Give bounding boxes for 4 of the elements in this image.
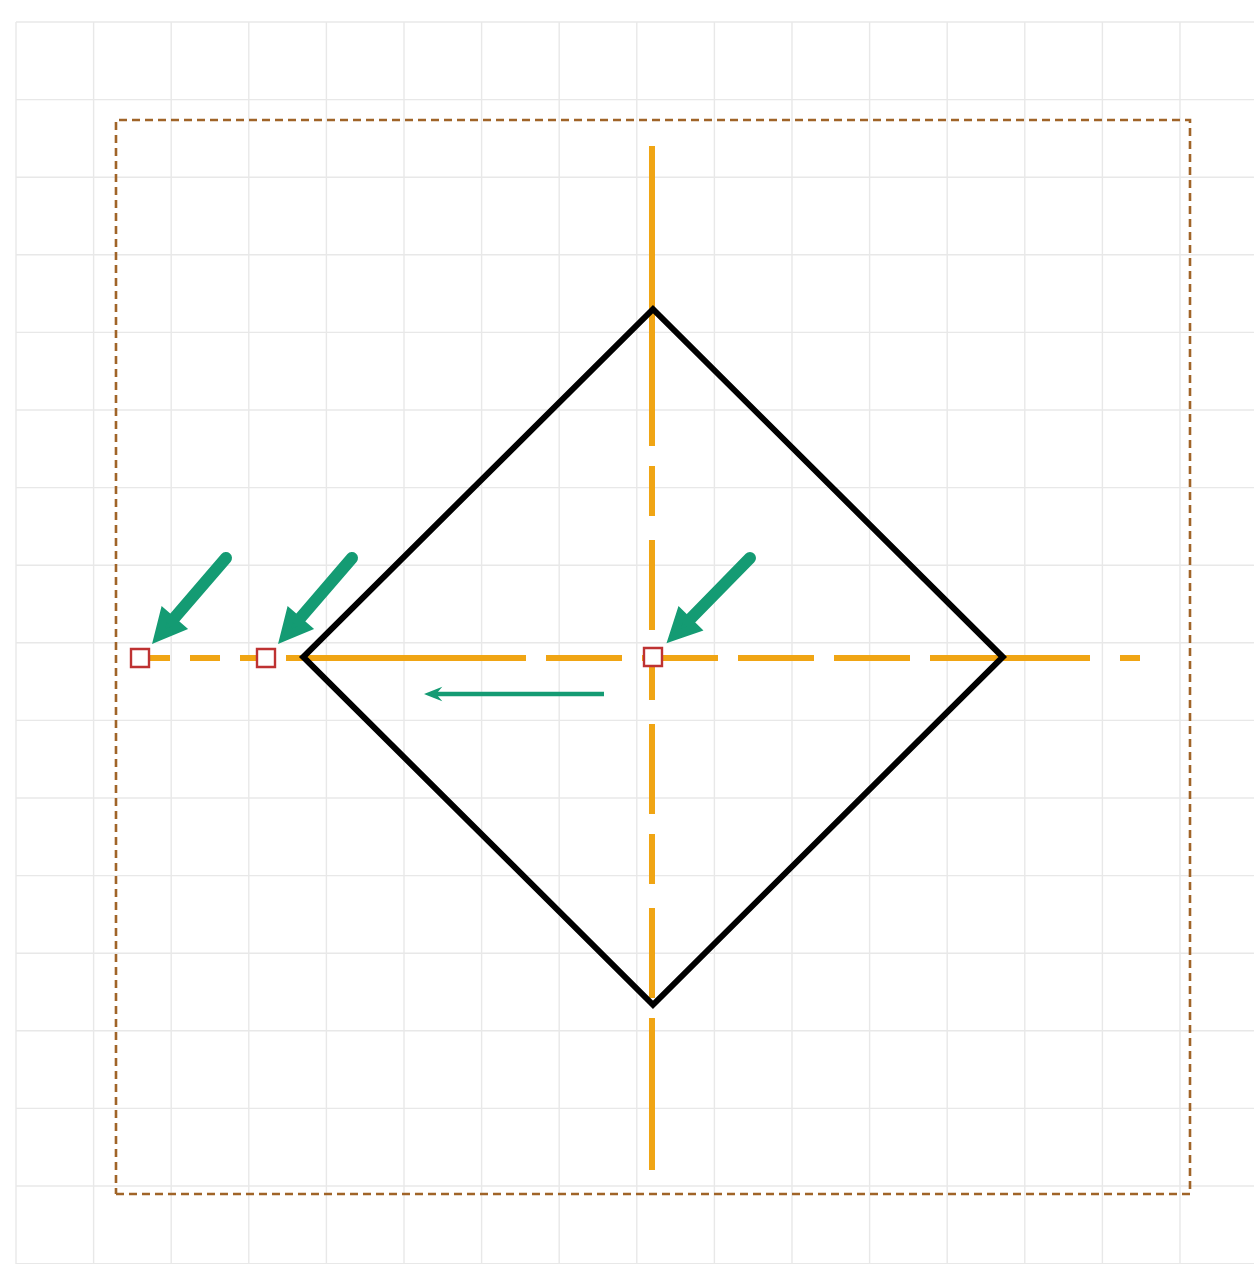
square-marker [255,647,277,669]
square-marker [129,647,151,669]
square-marker [642,646,664,668]
dashed-frame [114,118,1192,1196]
